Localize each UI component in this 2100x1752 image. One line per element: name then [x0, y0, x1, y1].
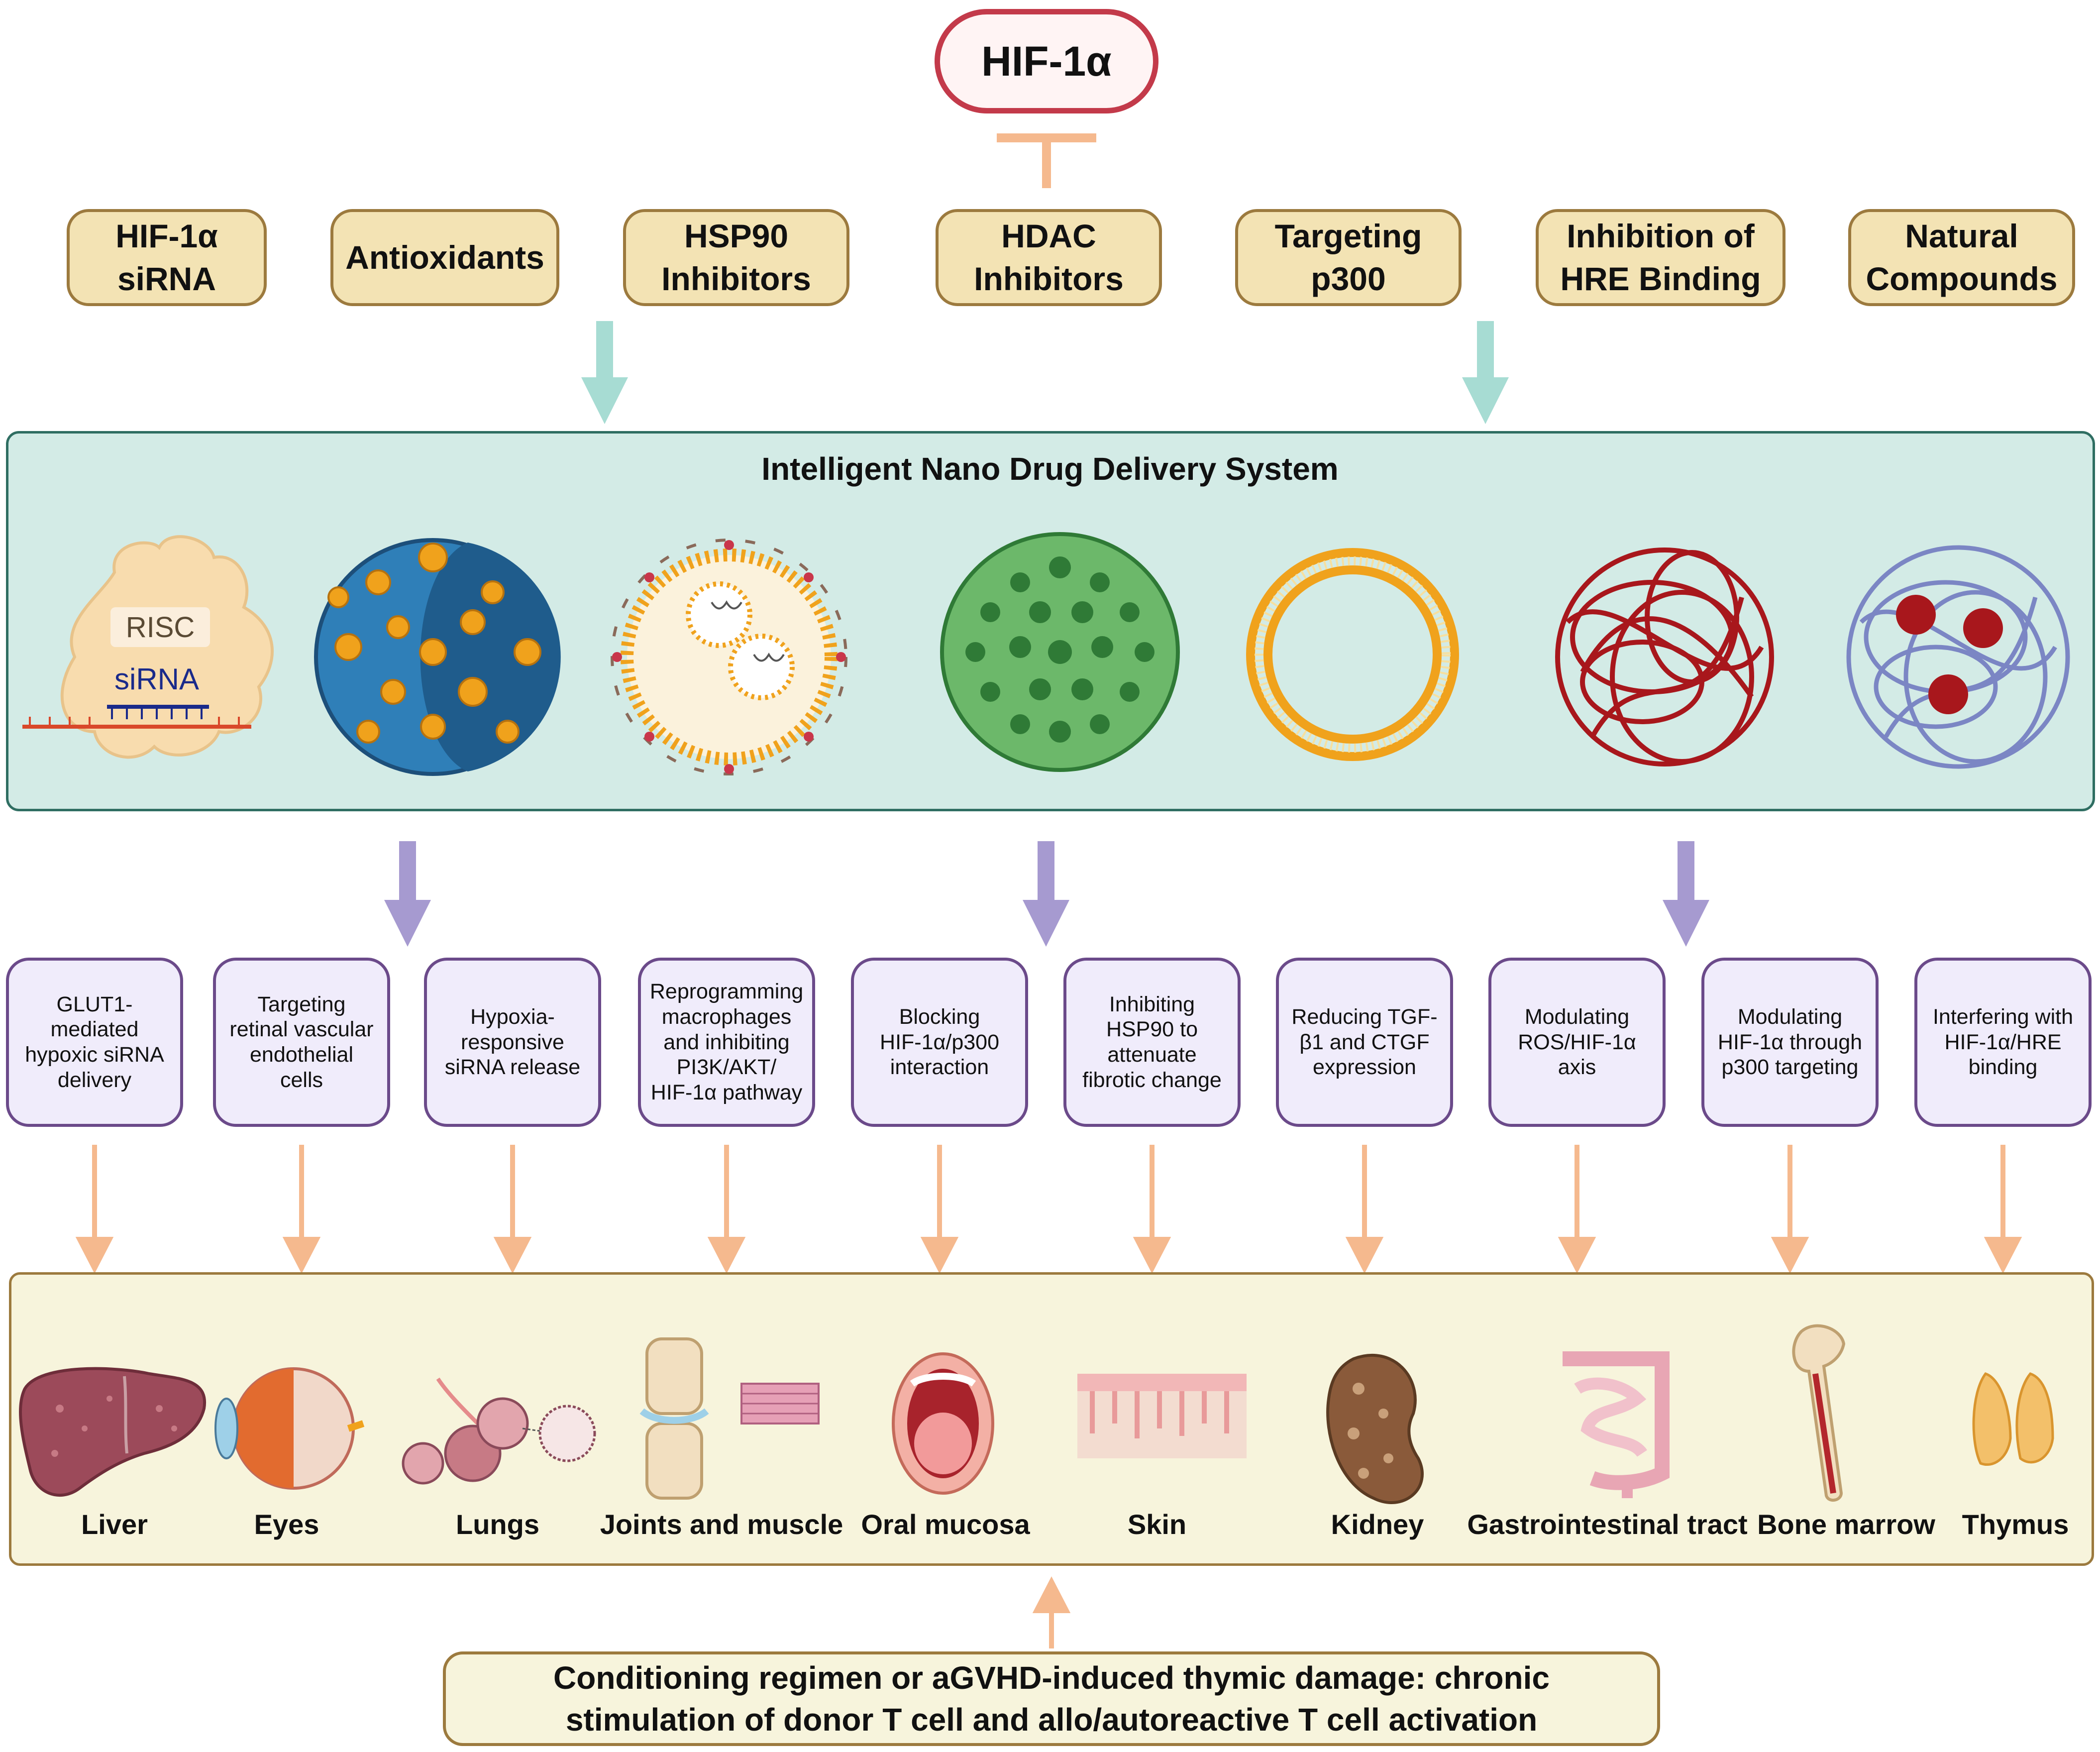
condition-box: Conditioning regimen or aGVHD-induced th… [443, 1651, 1660, 1746]
strategy-box: Inhibition of HRE Binding [1536, 209, 1785, 306]
teal-arrow-right [1462, 321, 1509, 424]
mechanism-box: Reducing TGF- β1 and CTGF expression [1276, 958, 1453, 1127]
mechanism-label: Blocking HIF-1α/p300 interaction [880, 1004, 999, 1080]
mechanism-box: Inhibiting HSP90 to attenuate fibrotic c… [1063, 958, 1241, 1127]
intestine-icon [1563, 1351, 1670, 1498]
organ-label: Kidney [1331, 1509, 1424, 1540]
strategy-box: Antioxidants [330, 209, 559, 306]
purple-arrow-1 [384, 841, 431, 947]
thymus-icon [1972, 1372, 2054, 1466]
condition-text: Conditioning regimen or aGVHD-induced th… [553, 1659, 1550, 1738]
liposome-icon [1246, 548, 1459, 761]
mechanism-label: Inhibiting HSP90 to attenuate fibrotic c… [1082, 992, 1222, 1092]
mechanism-box: Reprogramming macrophages and inhibiting… [638, 958, 815, 1127]
orange-arrows [75, 1145, 2022, 1648]
target-organs-panel [9, 1272, 2094, 1566]
purple-arrow-3 [1663, 841, 1709, 947]
strategy-label: HSP90 Inhibitors [661, 217, 811, 297]
mechanism-label: Modulating ROS/HIF-1α axis [1518, 1004, 1636, 1080]
kidney-icon [1326, 1354, 1424, 1504]
strategy-label: Targeting p300 [1274, 217, 1422, 297]
lipid-nanoparticle-icon [611, 539, 847, 775]
mechanism-box: Hypoxia- responsive siRNA release [424, 958, 601, 1127]
organ-label: Gastrointestinal tract [1467, 1509, 1748, 1540]
mechanism-label: Interfering with HIF-1α/HRE binding [1932, 1004, 2074, 1080]
mechanism-label: GLUT1- mediated hypoxic siRNA delivery [25, 992, 164, 1092]
organ-label: Lungs [456, 1509, 539, 1540]
mechanism-label: Reducing TGF- β1 and CTGF expression [1291, 1004, 1438, 1080]
porous-silica-nanoparticle-icon [940, 532, 1180, 772]
sirna-label: siRNA [114, 662, 199, 696]
bone-icon [1792, 1324, 1846, 1502]
organ-label: Oral mucosa [861, 1509, 1030, 1540]
inhibition-symbol [997, 133, 1096, 188]
purple-arrow-2 [1023, 841, 1069, 947]
joint-muscle-icon [639, 1337, 820, 1500]
teal-arrow-left [581, 321, 628, 424]
organ-label: Eyes [254, 1509, 319, 1540]
mechanism-box: Modulating HIF-1α through p300 targeting [1701, 958, 1879, 1127]
strategy-label: Antioxidants [345, 238, 544, 276]
polymer-network-icon [1555, 548, 1774, 766]
mechanism-box: GLUT1- mediated hypoxic siRNA delivery [6, 958, 183, 1127]
organ-label: Joints and muscle [600, 1509, 843, 1540]
hif1a-target-pill: HIF-1α [935, 9, 1158, 113]
organ-label: Liver [81, 1509, 148, 1540]
mechanism-box: Blocking HIF-1α/p300 interaction [851, 958, 1028, 1127]
risc-label: RISC [126, 611, 195, 644]
nano-system-title: Intelligent Nano Drug Delivery System [761, 451, 1339, 487]
liver-icon [19, 1367, 207, 1497]
strategy-box: Targeting p300 [1235, 209, 1462, 306]
mechanism-box: Interfering with HIF-1α/HRE binding [1914, 958, 2092, 1127]
strategy-box: HIF-1α siRNA [67, 209, 267, 306]
risc-sirna-complex-icon: RISC siRNA [22, 535, 274, 759]
strategy-label: HDAC Inhibitors [974, 217, 1124, 297]
mechanism-label: Hypoxia- responsive siRNA release [444, 1004, 581, 1080]
mechanism-label: Modulating HIF-1α through p300 targeting [1717, 1004, 1863, 1080]
mechanism-box: Targeting retinal vascular endothelial c… [213, 958, 390, 1127]
lungs-icon [402, 1377, 596, 1485]
strategy-label: Inhibition of HRE Binding [1560, 217, 1761, 297]
skin-icon [1077, 1374, 1247, 1458]
target-label: HIF-1α [981, 37, 1112, 85]
oral-mucosa-icon [892, 1352, 994, 1495]
nanoparticle-sphere-icon [314, 538, 561, 776]
strategy-box: HDAC Inhibitors [936, 209, 1162, 306]
mechanism-label: Targeting retinal vascular endothelial c… [229, 992, 374, 1092]
eye-icon [214, 1367, 365, 1490]
drug-loaded-nanogel-icon [1846, 545, 2070, 769]
organ-label: Skin [1127, 1509, 1187, 1540]
strategy-box: HSP90 Inhibitors [623, 209, 849, 306]
strategy-label: HIF-1α siRNA [115, 217, 218, 297]
strategy-box: Natural Compounds [1848, 209, 2075, 306]
organ-label: Bone marrow [1757, 1509, 1935, 1540]
mechanism-box: Modulating ROS/HIF-1α axis [1488, 958, 1666, 1127]
organ-label: Thymus [1962, 1509, 2069, 1540]
mechanism-label: Reprogramming macrophages and inhibiting… [649, 980, 804, 1105]
strategy-label: Natural Compounds [1866, 217, 2058, 297]
